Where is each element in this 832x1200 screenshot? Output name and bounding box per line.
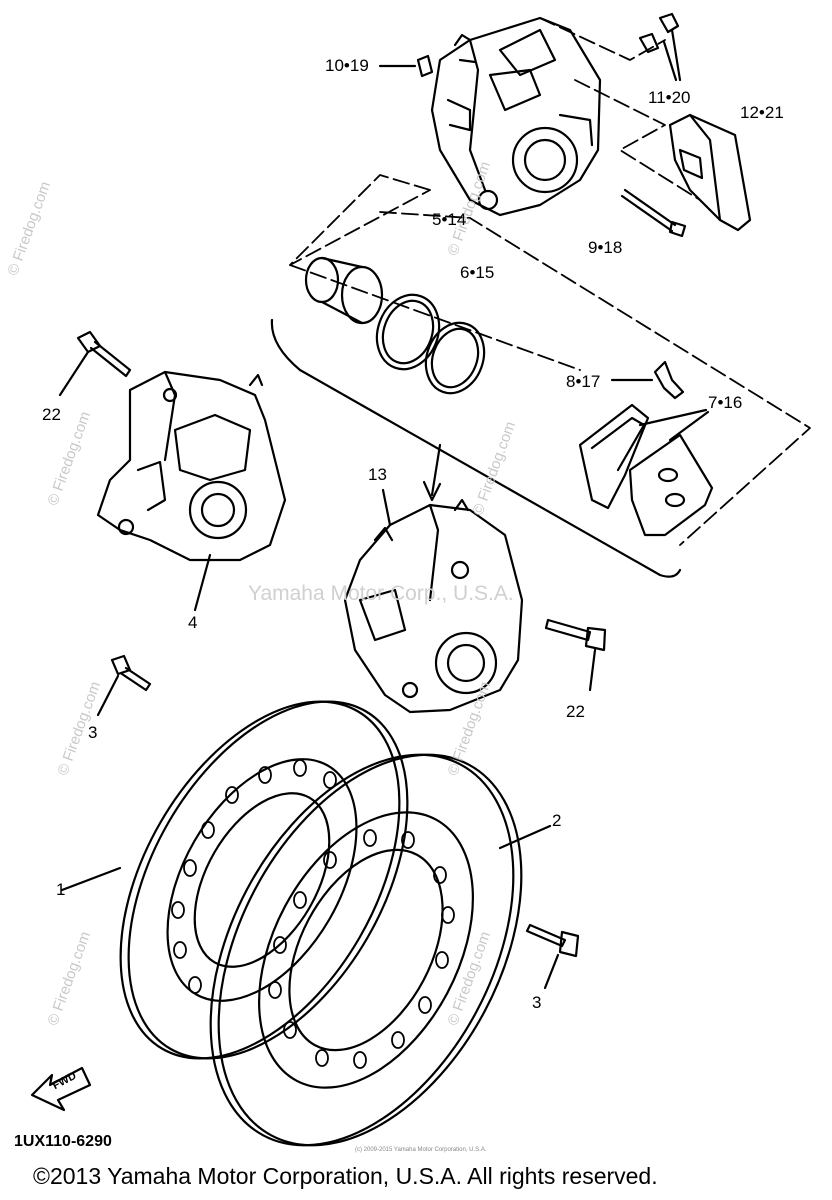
center-watermark: Yamaha Motor Corp., U.S.A. — [248, 582, 514, 605]
pad-support-drawing — [668, 113, 752, 232]
fwd-arrow — [30, 1066, 92, 1112]
right-caliper-drawing — [343, 488, 524, 714]
upper-caliper-drawing — [430, 16, 602, 217]
callout-7-16: 7•16 — [708, 393, 743, 412]
bolt-3-lower-drawing — [525, 923, 580, 990]
copyright-notice: ©2013 Yamaha Motor Corporation, U.S.A. A… — [33, 1163, 658, 1189]
callout-2: 2 — [552, 811, 562, 830]
callout-22-right: 22 — [566, 702, 585, 721]
callout-3-lower: 3 — [532, 993, 542, 1012]
callout-5-14: 5•14 — [432, 210, 467, 229]
piston-drawing — [304, 256, 384, 325]
callout-4: 4 — [188, 613, 198, 632]
bolt-22-left-drawing — [58, 330, 132, 397]
callout-6-15: 6•15 — [460, 263, 495, 282]
callout-1: 1 — [56, 880, 66, 899]
brake-disc-2-drawing — [209, 753, 552, 1147]
exploded-dash-lines — [289, 17, 811, 546]
callout-8-17: 8•17 — [566, 372, 601, 391]
callout-9-18: 9•18 — [588, 238, 623, 257]
piston-seals-drawing — [375, 293, 486, 395]
brake-disc-1-drawing — [60, 700, 409, 1060]
bleed-screw-drawing — [378, 54, 434, 78]
pad-pin-drawing — [620, 188, 687, 238]
callout-3-upper: 3 — [88, 723, 98, 742]
mount-bolts-drawing — [638, 12, 682, 82]
callout-22-left: 22 — [42, 405, 61, 424]
callout-11-20: 11•20 — [648, 88, 691, 107]
bolt-22-right-drawing — [544, 618, 607, 692]
callout-10-19: 10•19 — [325, 56, 369, 75]
pad-spring-drawing — [610, 360, 685, 400]
small-copyright: (c) 2009-2015 Yamaha Motor Corporation, … — [355, 1147, 487, 1153]
assembly-arrow — [422, 443, 442, 502]
left-caliper-drawing — [96, 370, 287, 612]
callout-12-21: 12•21 — [740, 103, 784, 122]
brake-pads-drawing — [578, 403, 714, 537]
bolt-3-upper-drawing — [96, 654, 152, 717]
diagram-code: 1UX110-6290 — [14, 1133, 112, 1150]
callout-13: 13 — [368, 465, 387, 484]
detail-bracket — [270, 318, 682, 578]
